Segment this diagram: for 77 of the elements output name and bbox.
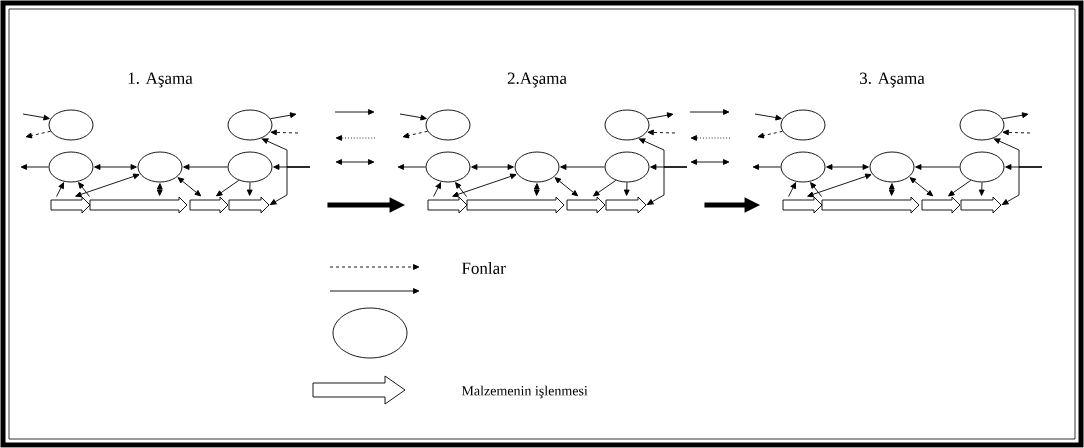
arrow [471,164,514,170]
arrow [402,130,428,139]
process-step [89,196,188,214]
process-ellipse [514,151,560,183]
arrow [948,179,972,197]
arrow [270,112,297,120]
arrow [560,164,605,170]
arrow [397,164,426,170]
process-ellipse [137,151,183,183]
arrow [433,182,442,197]
process-ellipse [48,151,94,183]
process-ellipse [959,109,1005,141]
arrow [593,179,617,197]
arrow [183,164,228,170]
arrow [20,164,49,170]
arrow [399,113,427,121]
process-ellipse [425,151,471,183]
arrow [807,173,872,198]
arrow [452,173,517,198]
arrow [533,183,540,196]
process-ellipse [959,151,1005,183]
process-ellipse [227,151,273,183]
arrow [270,166,311,205]
arrow [554,177,579,197]
arrow [1002,129,1031,136]
process-ellipse [869,151,915,183]
arrow [56,182,65,197]
arrow [826,164,869,170]
arrow [216,179,240,197]
process-step [566,196,606,214]
arrow [757,130,783,139]
arrow [623,182,630,196]
arrow [647,112,674,120]
process-step [189,196,229,214]
process-ellipse [425,109,471,141]
process-ellipse [780,151,826,183]
arrow [810,182,822,197]
process-step [960,196,1002,214]
process-ellipse [604,109,650,141]
arrow [75,173,140,198]
arrow [270,129,299,136]
arrow [754,113,782,121]
process-ellipse [604,151,650,183]
arrow [94,164,137,170]
process-step [228,196,270,214]
arrow [978,182,985,196]
arrow [22,113,50,121]
arrow [156,183,163,196]
stage-title: 3. Aşama [860,72,925,88]
arrow [246,182,253,196]
arrow [788,182,797,197]
process-step [466,196,565,214]
arrow [888,183,895,196]
arrow [1002,112,1029,120]
arrow [909,177,934,197]
arrow [455,182,467,197]
process-step [50,196,91,214]
arrow [177,177,202,197]
arrow [647,129,676,136]
process-ellipse [48,109,94,141]
arrow [752,164,781,170]
legend-entry: Malzemenin işlenmesi [312,375,588,405]
process-step [605,196,647,214]
process-ellipse [227,109,273,141]
arrow [915,164,960,170]
process-step [921,196,961,214]
stage-title: 1. Aşama [128,72,193,88]
arrow [1002,166,1043,205]
process-step [782,196,823,214]
process-ellipse [780,109,826,141]
process-step [821,196,920,214]
arrow [647,166,688,205]
stage-title: 2.Aşama [507,72,567,88]
arrow [78,182,90,197]
arrow [25,130,51,139]
legend-entry: Fonlar [329,262,506,274]
process-step [427,196,468,214]
